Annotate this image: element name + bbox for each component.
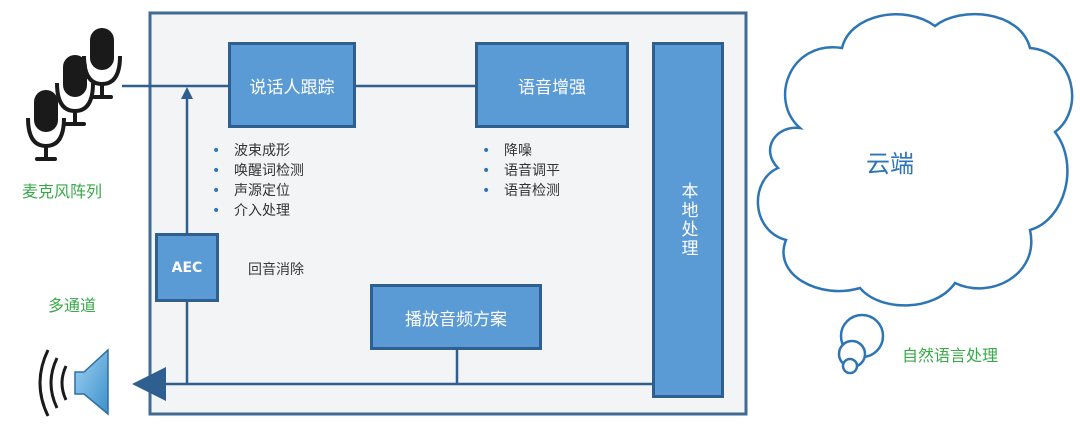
playback-audio-label: 播放音频方案 [405, 309, 507, 330]
list-item: 语音检测 [482, 181, 560, 201]
playback-audio-box: 播放音频方案 [370, 284, 542, 350]
microphone-array-icon [26, 28, 122, 161]
cloud-title: 云端 [866, 150, 914, 178]
speech-enhancement-label: 语音增强 [518, 77, 586, 98]
aec-arrow-head [181, 87, 193, 99]
list-item: 语音调平 [482, 161, 560, 181]
aec-caption: 回音消除 [248, 262, 304, 278]
multichannel-label: 多通道 [48, 296, 97, 315]
speaker-tracking-label: 说话人跟踪 [249, 77, 335, 98]
speech-enhancement-box: 语音增强 [475, 42, 629, 128]
speaker-tracking-box: 说话人跟踪 [228, 42, 356, 128]
cloud-caption: 自然语言处理 [902, 346, 999, 365]
microphone-icon [55, 55, 95, 126]
list-item: 波束成形 [212, 141, 304, 161]
local-processing-box: 本地处理 [652, 42, 724, 398]
microphone-icon [26, 90, 66, 161]
list-item: 声源定位 [212, 181, 304, 201]
list-item: 降噪 [482, 141, 560, 161]
microphone-icon [82, 28, 122, 99]
cloud-icon [756, 12, 1074, 375]
tracking-feature-list: 波束成形 唤醒词检测 声源定位 介入处理 [212, 141, 304, 221]
mic-array-label: 麦克风阵列 [22, 182, 103, 201]
aec-box: AEC [155, 233, 219, 302]
enhancement-feature-list: 降噪 语音调平 语音检测 [482, 141, 560, 201]
list-item: 唤醒词检测 [212, 161, 304, 181]
connectors [122, 84, 652, 386]
speaker-icon [38, 348, 109, 417]
local-processing-label: 本地处理 [677, 182, 698, 258]
list-item: 介入处理 [212, 201, 304, 221]
speaker-arrow-head [132, 367, 166, 401]
aec-label: AEC [171, 259, 203, 276]
